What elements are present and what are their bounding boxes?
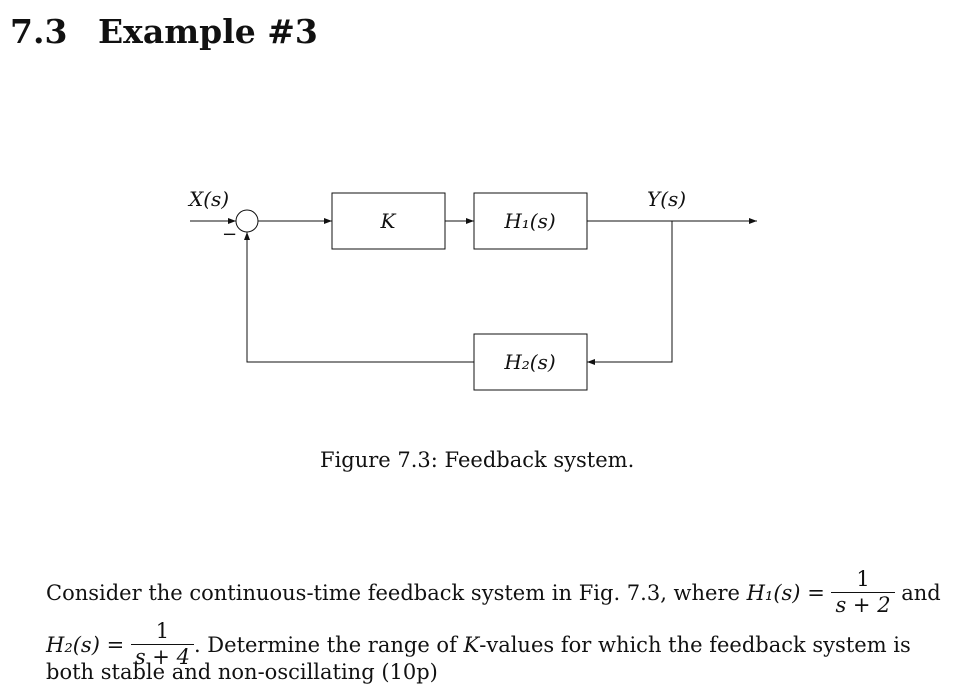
figure-caption: Figure 7.3: Feedback system. bbox=[320, 448, 635, 472]
problem-text-1: Consider the continuous-time feedback sy… bbox=[46, 581, 747, 605]
fraction-h2-numerator: 1 bbox=[130, 621, 194, 645]
minus-sign: − bbox=[222, 224, 237, 245]
and-text: and bbox=[894, 581, 941, 605]
h2-block-label: H₂(s) bbox=[503, 350, 555, 374]
feedback-return-path bbox=[244, 232, 474, 363]
input-label: X(s) bbox=[187, 187, 229, 211]
gain-block-label: K bbox=[380, 209, 397, 233]
equals-1: = bbox=[800, 581, 832, 605]
fraction-h1-numerator: 1 bbox=[831, 569, 895, 593]
h2-math: H₂(s) bbox=[46, 633, 100, 657]
h1-math: H₁(s) bbox=[746, 581, 801, 605]
h1-block-label: H₁(s) bbox=[503, 209, 555, 233]
problem-text-2a: . Determine the range of bbox=[193, 633, 464, 657]
feedback-down-path bbox=[587, 221, 673, 365]
k-math: K bbox=[463, 633, 480, 657]
section-number: 7.3 bbox=[10, 12, 68, 51]
output-label: Y(s) bbox=[647, 187, 686, 211]
problem-line-3: both stable and non-oscillating (10p) bbox=[46, 660, 438, 684]
section-heading: 7.3 Example #3 bbox=[10, 12, 318, 51]
summing-junction bbox=[235, 209, 259, 233]
fraction-h2-denominator: s + 4 bbox=[134, 645, 190, 669]
section-title: Example #3 bbox=[98, 12, 318, 51]
problem-line-1: Consider the continuous-time feedback sy… bbox=[46, 569, 941, 618]
equals-2: = bbox=[99, 633, 131, 657]
problem-text-2b: -values for which the feedback system is bbox=[479, 633, 911, 657]
fraction-h1-denominator: s + 2 bbox=[835, 593, 891, 617]
